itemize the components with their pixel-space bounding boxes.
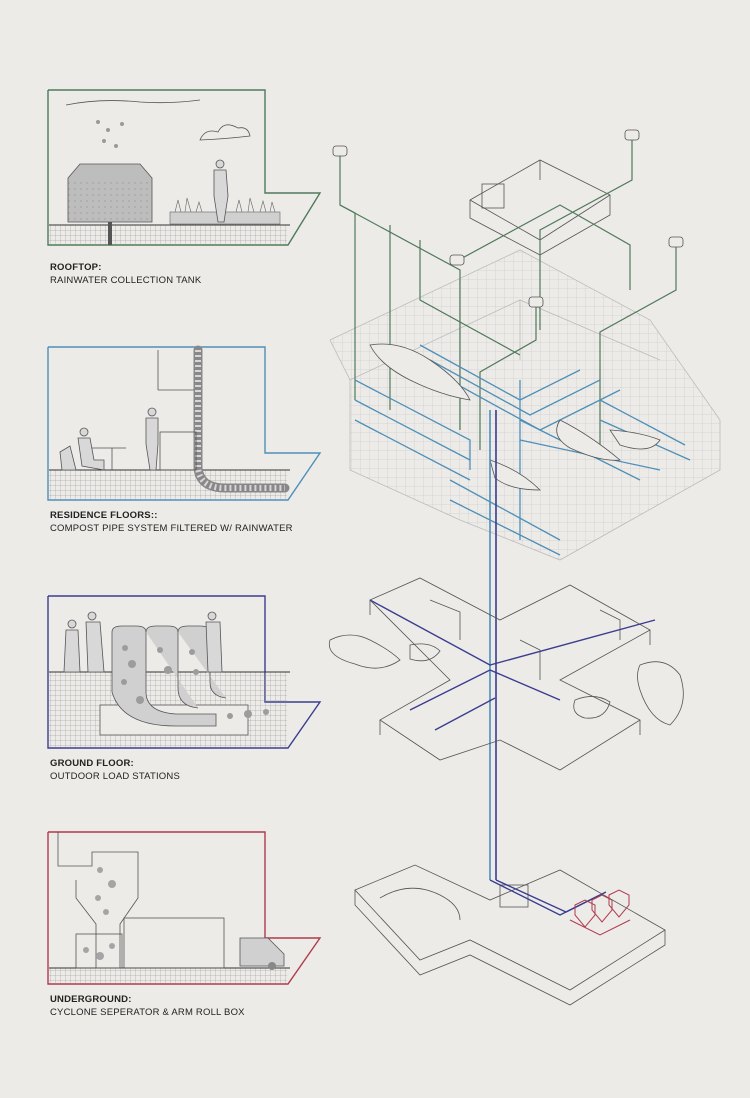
people-icon [63, 611, 223, 673]
caption-residence: RESIDENCE FLOORS:: COMPOST PIPE SYSTEM F… [50, 510, 293, 535]
raindrops-icon [96, 120, 124, 148]
caption-title: GROUND FLOOR: [50, 758, 134, 769]
cyclone-separator-icon [57, 832, 139, 969]
caption-subtitle: CYCLONE SEPERATOR & ARM ROLL BOX [50, 1006, 245, 1018]
caption-rooftop: ROOFTOP: RAINWATER COLLECTION TANK [50, 262, 201, 287]
caption-title: UNDERGROUND: [50, 994, 132, 1005]
ground-floor-section [47, 595, 322, 749]
caption-subtitle: COMPOST PIPE SYSTEM FILTERED W/ RAINWATE… [50, 522, 293, 534]
underground-plan [354, 864, 666, 1006]
cyclone-units [569, 889, 631, 936]
caption-subtitle: OUTDOOR LOAD STATIONS [50, 770, 180, 782]
roof-block [469, 159, 611, 256]
caption-ground: GROUND FLOOR: OUTDOOR LOAD STATIONS [50, 758, 180, 783]
caption-title: ROOFTOP: [50, 262, 102, 273]
ground-floor-pipes [369, 599, 656, 731]
residence-section [47, 345, 322, 501]
caption-subtitle: RAINWATER COLLECTION TANK [50, 274, 202, 286]
landscape-blobs [328, 634, 684, 726]
arm-roll-box-icon [123, 917, 225, 969]
person-cooking-icon [145, 407, 159, 471]
caption-underground: UNDERGROUND: CYCLONE SEPERATOR & ARM ROL… [50, 994, 245, 1019]
residence-mass [329, 249, 721, 561]
truck-icon [239, 937, 285, 967]
person-laptop-icon [59, 427, 126, 471]
compost-pipes [354, 344, 691, 556]
caption-title: RESIDENCE FLOORS:: [50, 510, 158, 521]
underground-section [47, 831, 322, 985]
person-icon [213, 159, 229, 223]
central-riser [489, 410, 497, 880]
underground-pipes [489, 879, 607, 916]
rooftop-section [47, 89, 322, 246]
drain-caps [332, 129, 684, 308]
compost-trays [369, 343, 661, 491]
rainwater-pipes [339, 140, 677, 450]
cloud-icon [199, 124, 251, 141]
ground-floor-plan [369, 577, 651, 771]
